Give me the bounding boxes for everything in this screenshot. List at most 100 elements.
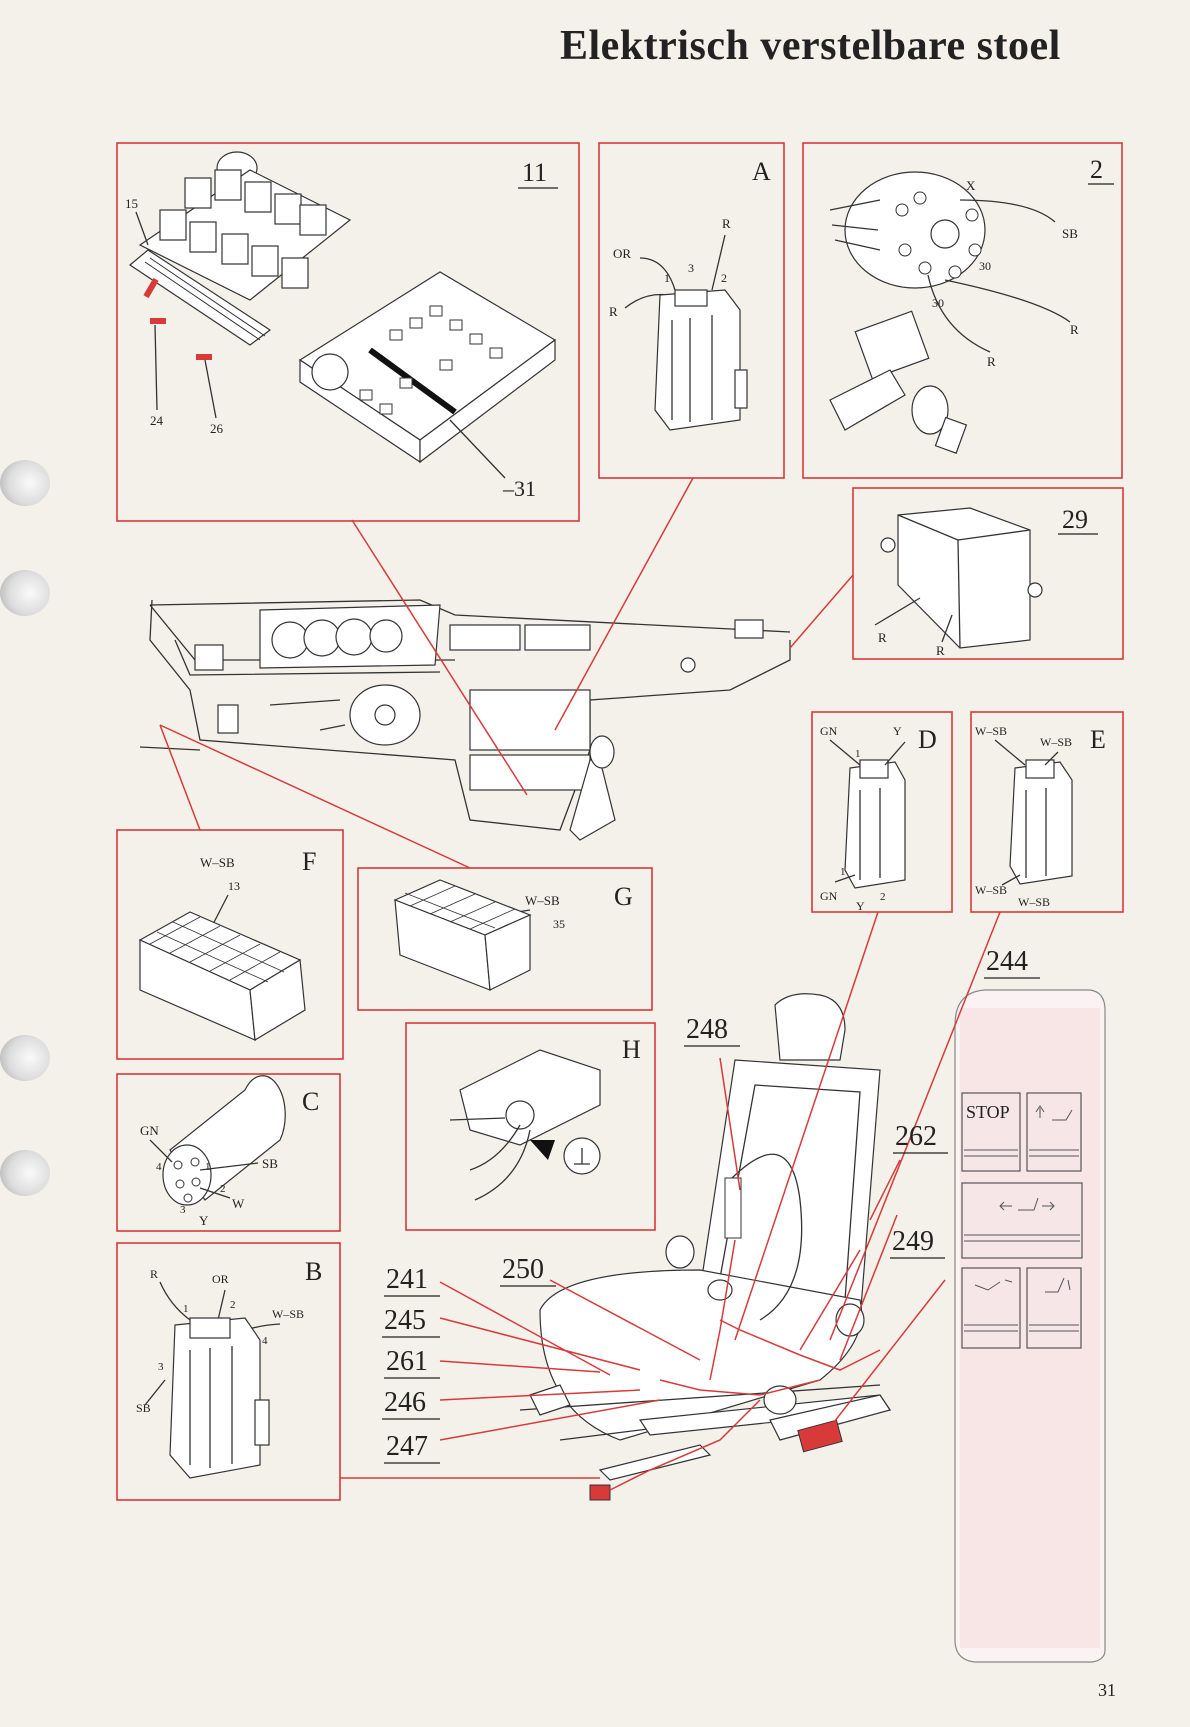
pin-number: 1 (855, 748, 861, 760)
fuse-label: 24 (150, 413, 164, 428)
panel-number: 29 (1062, 505, 1088, 534)
multi-connector-f (138, 911, 306, 1042)
control-unit-illustration (880, 507, 1043, 649)
wire-color-label: OR (613, 246, 631, 261)
wire-color-label: Y (856, 899, 865, 913)
panel-letter: B (305, 1257, 322, 1286)
fuse-label: –31 (502, 476, 536, 501)
wire-color-label: R (987, 354, 996, 369)
backrest-button[interactable] (1026, 1267, 1082, 1349)
seat-up-down-button[interactable] (1026, 1092, 1082, 1172)
wire-color-label: W–SB (975, 724, 1007, 738)
panel-b: B R OR 1 2 W–SB 4 3 SB (116, 1242, 341, 1501)
pin-number: 3 (180, 1204, 186, 1216)
seat-switch-panel: 244 STOP (954, 946, 1106, 1663)
panel-letter: E (1090, 725, 1106, 754)
wire-color-label: W–SB (525, 893, 560, 908)
panel-e: E W–SB W–SB W–SB W–SB (970, 711, 1124, 913)
pin-number: 1 (664, 271, 670, 285)
callout-241: 241 (386, 1264, 428, 1295)
binder-hole (0, 570, 50, 616)
pin-number: 13 (228, 879, 240, 893)
pin-number: 2 (880, 891, 886, 903)
panel-2: 2 X SB 30 30 R R (802, 142, 1123, 479)
wire-color-label: R (150, 1267, 158, 1281)
wire-color-label: W–SB (975, 883, 1007, 897)
panel-letter: C (302, 1087, 319, 1116)
pin-number: 2 (220, 1183, 226, 1195)
pin-number: 1 (183, 1303, 189, 1315)
binder-hole (0, 1035, 50, 1081)
fuse-box-illustration (298, 271, 557, 464)
callout-244: 244 (986, 946, 1028, 977)
panel-d: D GN Y 1 2 1 2 GN Y (811, 711, 953, 913)
fuse-label: 15 (125, 196, 138, 211)
panel-g: G W–SB 35 (357, 867, 653, 1011)
fuse-label: 26 (210, 421, 224, 436)
wire-color-label: R (722, 216, 731, 231)
panel-letter: A (752, 157, 771, 186)
power-seat-illustration (519, 993, 892, 1501)
pin-number: 4 (156, 1161, 162, 1173)
panel-letter: H (622, 1035, 641, 1064)
callouts: 248 262 249 250 241 245 261 246 247 (382, 1014, 948, 1464)
terminal-label: 30 (979, 259, 991, 273)
wire-color-label: GN (140, 1123, 159, 1138)
ignition-switch-illustration (829, 171, 986, 454)
wire-color-label: SB (1062, 226, 1078, 241)
panel-h: H (405, 1022, 656, 1231)
terminal-label: X (966, 178, 976, 193)
callout-261: 261 (386, 1346, 428, 1377)
pin-number: 2 (230, 1299, 236, 1311)
pin-number: 1 (205, 1161, 211, 1173)
wire-color-label: GN (820, 724, 838, 738)
wire-color-label: R (609, 304, 618, 319)
binder-hole (0, 1150, 50, 1196)
seat-forward-back-button[interactable] (961, 1182, 1083, 1259)
wire-color-label: W–SB (272, 1307, 304, 1321)
ground-point-illustration (449, 1049, 601, 1201)
wire-color-label: Y (893, 724, 902, 738)
wire-color-label: R (1070, 322, 1079, 337)
page-title: Elektrisch verstelbare stoel (560, 23, 1061, 69)
wire-color-label: W (232, 1196, 245, 1211)
callout-250: 250 (502, 1254, 544, 1285)
panel-f: F W–SB 13 (116, 829, 344, 1060)
panel-number: 2 (1090, 155, 1103, 184)
relay-box-illustration (128, 151, 352, 360)
panel-29: 29 R R (852, 487, 1124, 660)
wire-color-label: W–SB (200, 855, 235, 870)
seat-slide-icon (999, 1197, 1055, 1211)
panel-letter: D (918, 725, 937, 754)
wire-color-label: R (878, 630, 887, 645)
seat-height-icon (1035, 1105, 1073, 1121)
binder-hole (0, 460, 50, 506)
panel-11: 11 (116, 142, 580, 522)
leader-lines (159, 477, 1001, 1479)
pin-number: 3 (688, 261, 694, 275)
callout-262: 262 (895, 1121, 937, 1152)
callout-245: 245 (384, 1305, 426, 1336)
wire-color-label: GN (820, 889, 838, 903)
wire-color-label: SB (262, 1156, 278, 1171)
multi-connector-g (393, 879, 532, 991)
connector-e (994, 739, 1073, 886)
wire-color-label: OR (212, 1272, 229, 1286)
callout-249: 249 (892, 1226, 934, 1257)
connector-b (144, 1281, 281, 1479)
dashboard-illustration (139, 599, 791, 841)
connector-d (829, 739, 906, 889)
panel-c: C GN 4 1 SB 2 W 3 Y (116, 1073, 341, 1232)
pin-number: 4 (262, 1335, 268, 1347)
seat-tilt-button[interactable] (961, 1267, 1021, 1349)
backrest-icon (1045, 1277, 1071, 1293)
round-connector-c (162, 1075, 286, 1206)
panel-letter: F (302, 847, 316, 876)
wire-color-label: Y (199, 1213, 209, 1228)
pin-number: 2 (721, 271, 727, 285)
stop-button[interactable]: STOP (961, 1092, 1021, 1172)
page-number: 31 (1098, 1680, 1116, 1700)
panel-letter: G (614, 882, 633, 911)
callout-248: 248 (686, 1014, 728, 1045)
wire-color-label: W–SB (1040, 735, 1072, 749)
